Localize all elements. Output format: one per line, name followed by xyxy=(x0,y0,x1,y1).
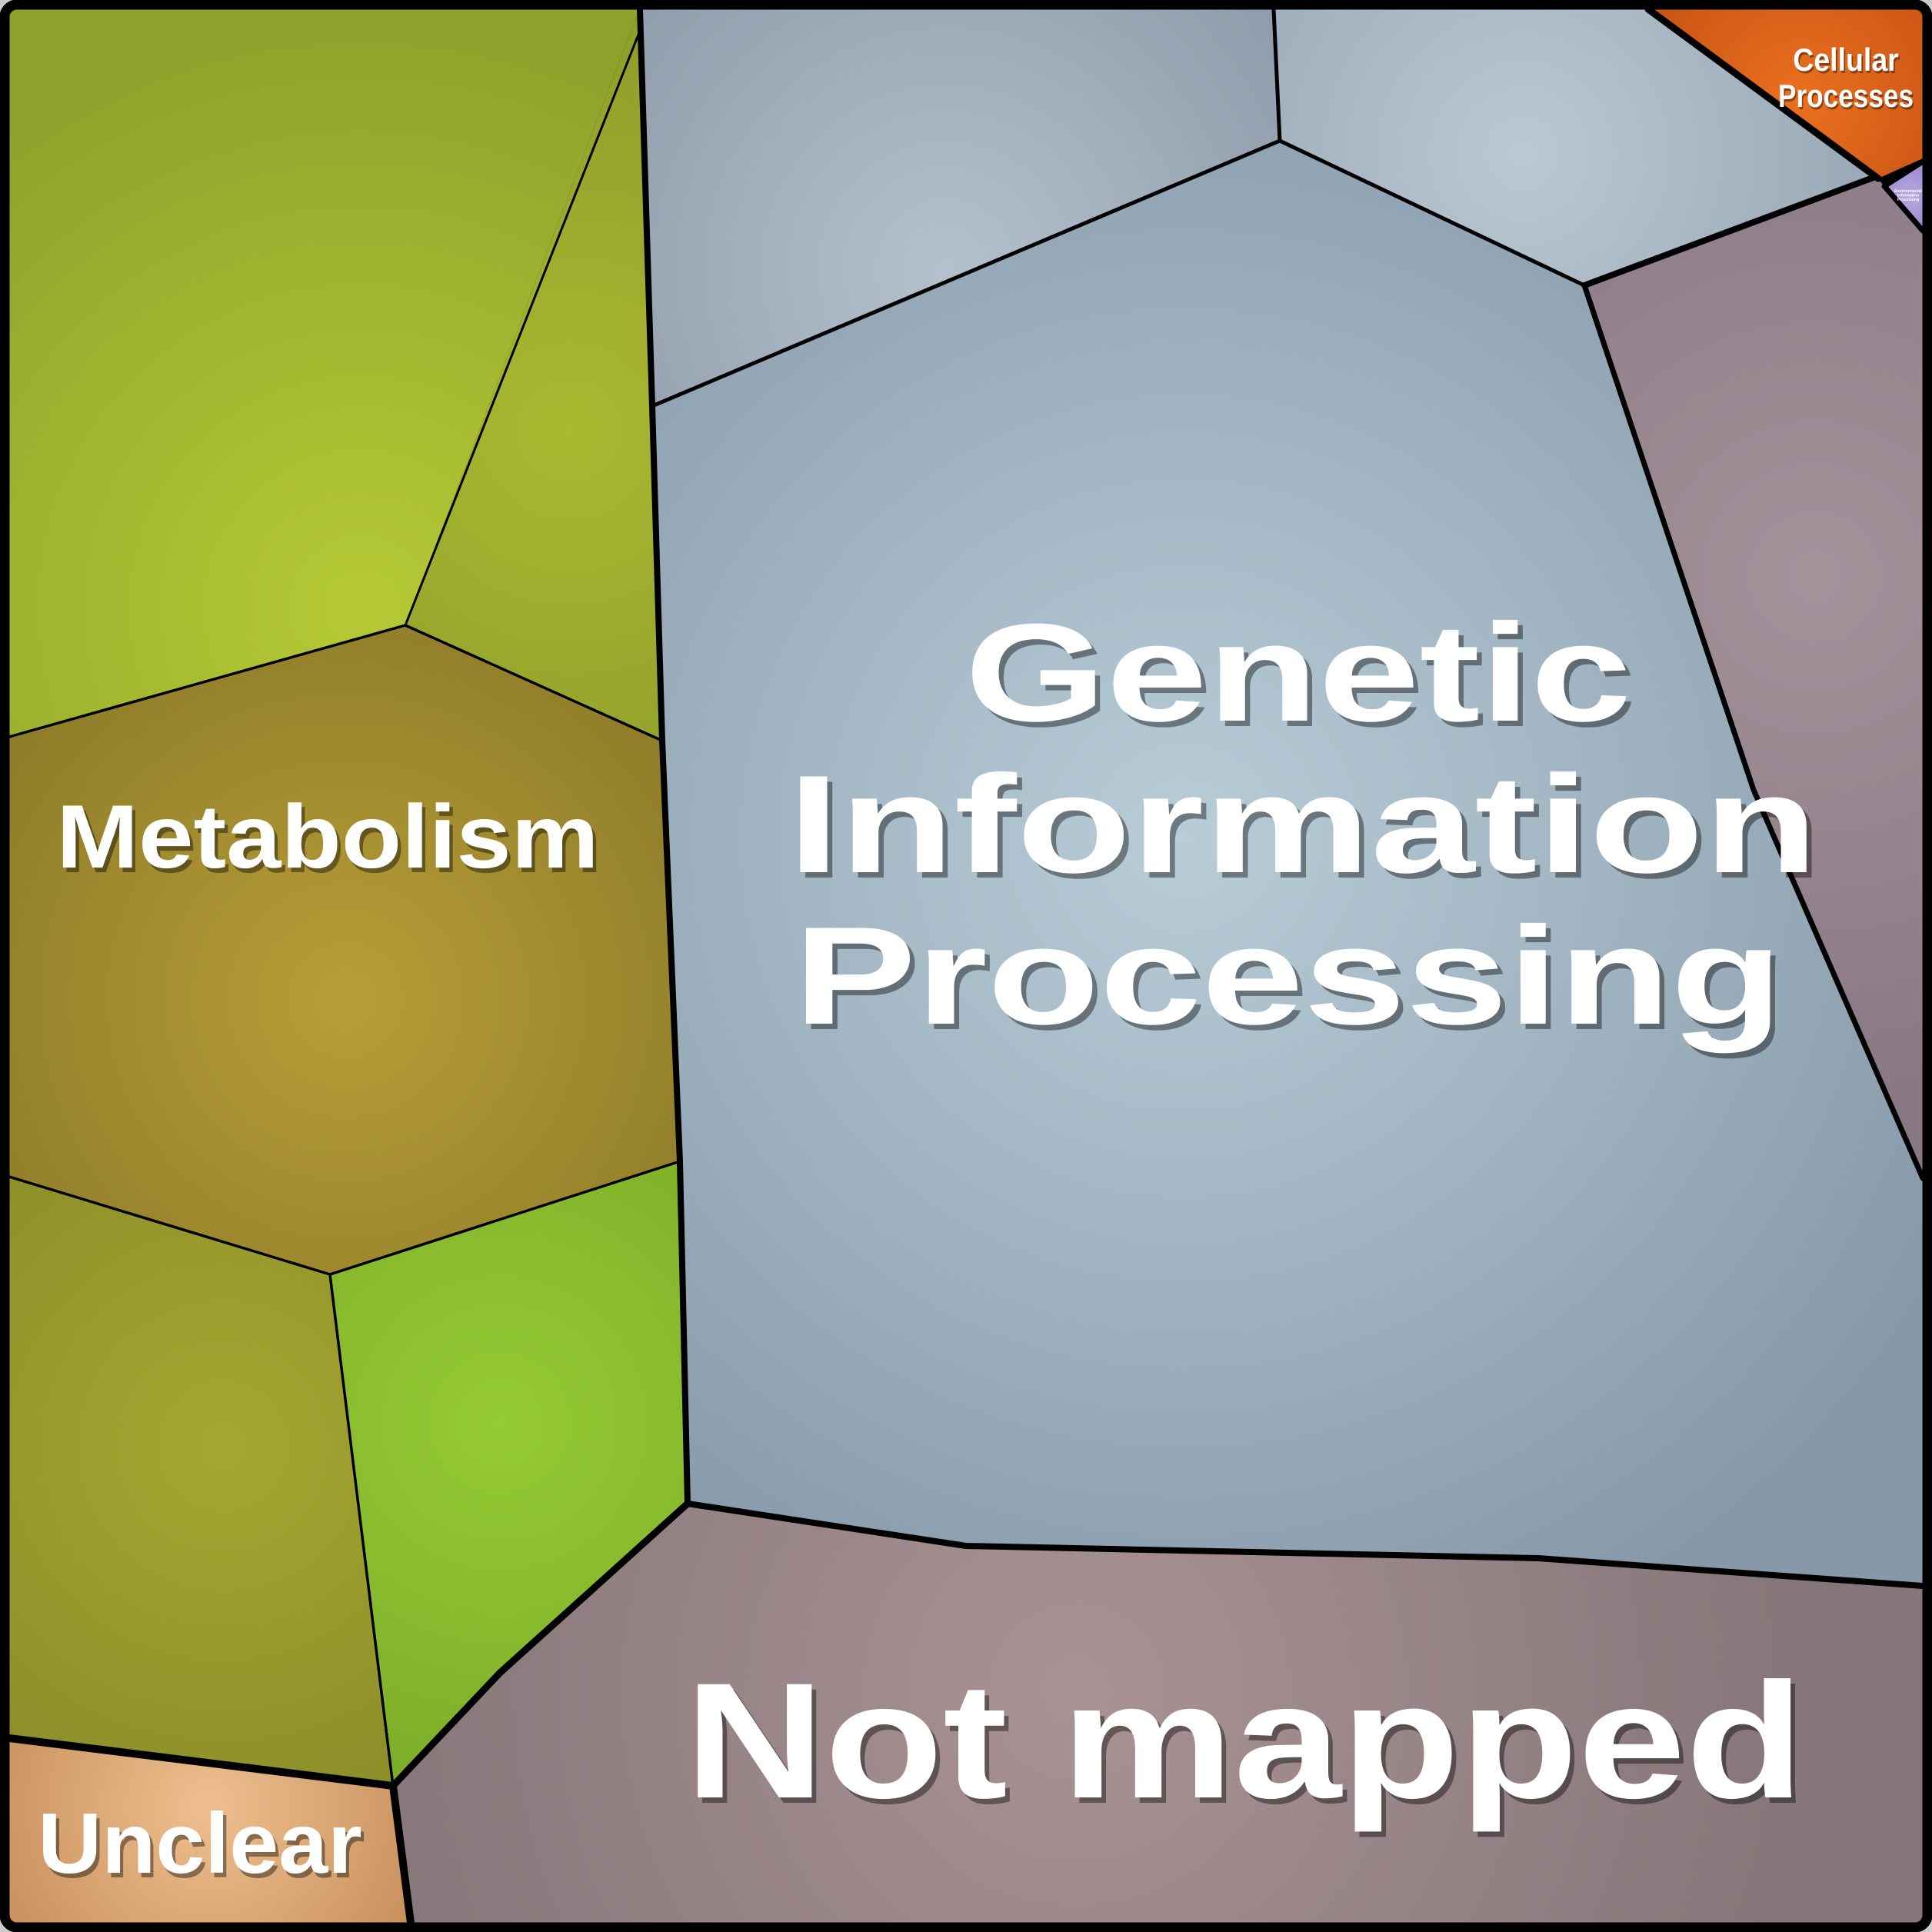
svg-text:Not mapped: Not mapped xyxy=(685,1648,1804,1833)
svg-text:Unclear: Unclear xyxy=(38,1796,361,1891)
svg-text:Processing: Processing xyxy=(1897,198,1919,202)
svg-text:Not mapped: Not mapped xyxy=(689,1654,1808,1838)
svg-text:Information: Information xyxy=(788,747,1818,902)
svg-text:Processes: Processes xyxy=(1778,78,1914,115)
svg-text:Environmental: Environmental xyxy=(1894,189,1923,194)
svg-text:Metabolism: Metabolism xyxy=(56,787,598,888)
svg-text:Unclear: Unclear xyxy=(41,1800,365,1896)
svg-text:Genetic: Genetic xyxy=(964,595,1631,751)
svg-text:Processing: Processing xyxy=(799,903,1788,1059)
svg-text:Information: Information xyxy=(793,752,1824,908)
svg-text:Processes: Processes xyxy=(1780,81,1915,117)
svg-text:Cellular: Cellular xyxy=(1793,42,1899,78)
svg-text:Metabolism: Metabolism xyxy=(60,791,602,892)
svg-text:Information: Information xyxy=(1897,193,1920,198)
svg-text:Genetic: Genetic xyxy=(970,600,1637,756)
svg-text:Processing: Processing xyxy=(794,898,1783,1054)
svg-text:Cellular: Cellular xyxy=(1794,45,1900,80)
